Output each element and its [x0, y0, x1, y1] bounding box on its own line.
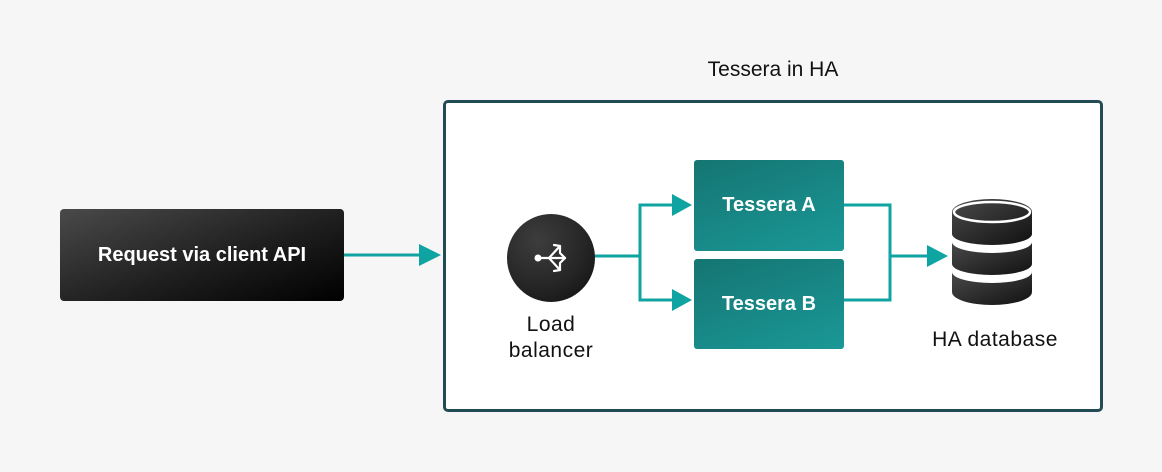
client-request-label: Request via client API: [97, 243, 307, 266]
tessera-node-a: Tessera A: [694, 160, 844, 251]
arrowhead-node-a: [672, 194, 692, 216]
load-balancer-label-line2: balancer: [508, 339, 594, 362]
share-arrows-icon: [534, 243, 567, 273]
arrowhead-node-b: [672, 289, 692, 311]
tessera-node-a-label: Tessera A: [722, 194, 816, 216]
node-a-to-merge: [844, 203, 892, 256]
load-balancer-label-line1: Load: [526, 313, 576, 336]
database-label: HA database: [932, 328, 1058, 351]
tessera-node-b: Tessera B: [694, 259, 844, 349]
load-balancer-label: Load balancer: [495, 312, 607, 364]
branch-to-node-a: [638, 203, 676, 256]
arrowhead-db: [927, 245, 948, 267]
client-request-box: Request via client API: [60, 209, 344, 301]
group-title: Tessera in HA: [707, 58, 839, 81]
load-balancer: [507, 214, 595, 302]
database-icon: [952, 199, 1032, 305]
node-b-to-merge: [844, 256, 892, 302]
tessera-node-b-label: Tessera B: [721, 292, 817, 315]
branch-to-node-b: [638, 256, 676, 302]
arrowhead-client: [419, 244, 441, 266]
